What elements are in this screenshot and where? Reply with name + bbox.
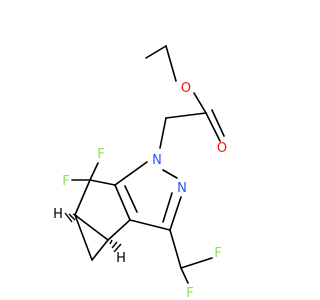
bond-carbonyl-ch2 [165,112,207,119]
bond-c-eq-o-1 [205,112,221,142]
molecule-canvas: O O N N F F F F H H [53,45,228,300]
fluorine-ring-left-label: F [62,174,69,189]
oxygen-carbonyl-label: O [217,141,227,156]
bond-cf2-f-top [89,162,99,181]
bond-c3a-c-bottom [107,219,131,241]
bond-c-eq-o-2 [211,109,225,137]
bond-cp-left [74,214,93,261]
fluorine-chf2-top-label: F [214,246,221,261]
hydrogen-stereo-bottom-label: H [116,251,126,266]
bond-o-carbonyl-c [193,92,207,114]
bond-cp-top [74,214,109,241]
bond-chf2-f-top [180,257,213,269]
nitrogen-1-label: N [152,153,162,168]
bond-n2-c3-double [162,192,173,223]
bond-n1-n2 [162,169,178,179]
bond-c7a-n1 [114,161,148,186]
stereo-wedges [64,212,122,253]
bond-n2-c3 [169,196,182,231]
bond-chf2-f-bottom [180,267,189,284]
bond-c3-chf2 [169,229,182,269]
fluorine-ring-top-label: F [97,147,104,162]
molecule-structure: O O N N F F F F H H [53,45,227,300]
bonds [71,45,225,284]
bond-c7a-cf2 [89,179,116,186]
bond-ch2-n1 [159,117,167,149]
bond-ch2-o [165,45,177,82]
nitrogen-2-label: N [177,181,187,196]
hydrogen-stereo-left-label: H [53,207,63,222]
oxygen-ester-label: O [181,81,191,96]
bond-cp-right [91,239,109,261]
bond-c3-c3a [129,219,171,231]
bond-cf2-c-left [74,179,91,216]
bond-c3a-c7a [114,184,131,221]
bond-ch3-ch2 [145,45,167,59]
bond-c3a-c7a-double [124,185,138,213]
fluorine-chf2-bottom-label: F [186,286,193,300]
